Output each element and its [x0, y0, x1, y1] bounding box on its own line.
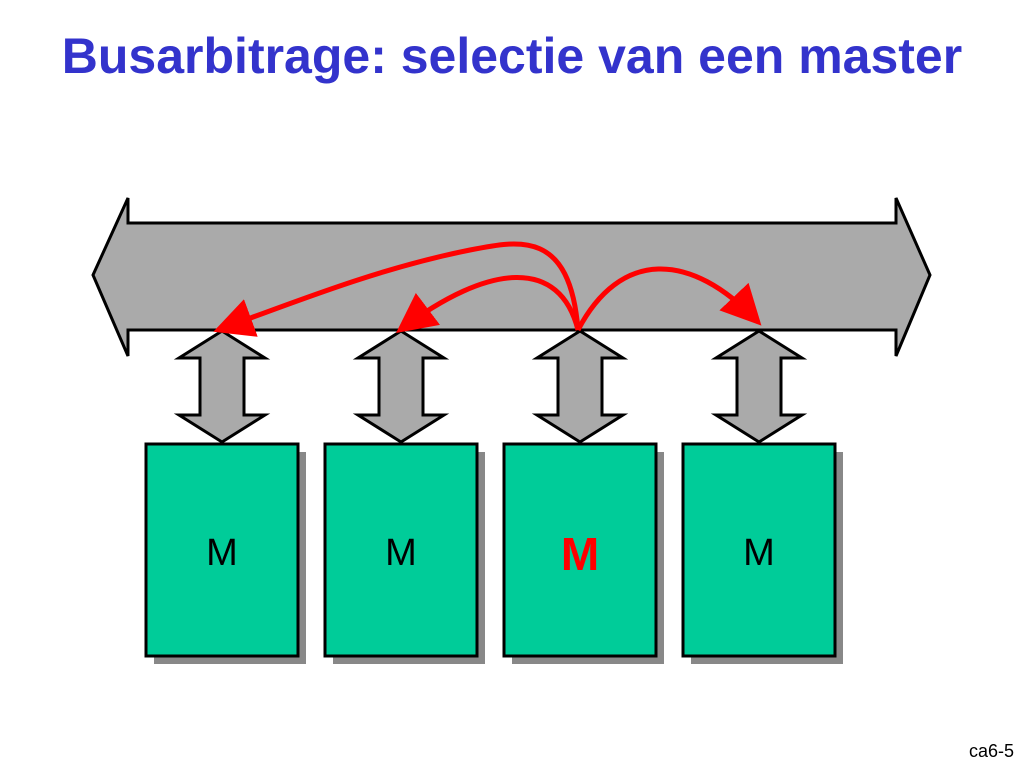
bus-connector-4 — [710, 329, 808, 444]
arbitration-arrow-to-master-4 — [575, 266, 762, 332]
master-label-3: M — [561, 528, 599, 580]
bus-connector-2 — [352, 329, 450, 444]
master-box-1 — [144, 442, 300, 658]
slide-title: Busarbitrage: selectie van een master — [61, 28, 963, 84]
master-label-2: M — [385, 532, 417, 574]
bus-connector-3 — [531, 329, 629, 444]
bus-connector-1 — [173, 329, 271, 444]
arbitration-arrow-to-master-1 — [213, 241, 581, 337]
arbitration-arrow-to-master-2 — [396, 275, 581, 334]
slide-number: ca6-5 — [968, 741, 1014, 761]
master-box-4 — [681, 442, 837, 658]
master-box-3 — [502, 442, 658, 658]
master-label-1: M — [206, 532, 238, 574]
master-label-4: M — [743, 532, 775, 574]
master-box-2 — [323, 442, 479, 658]
